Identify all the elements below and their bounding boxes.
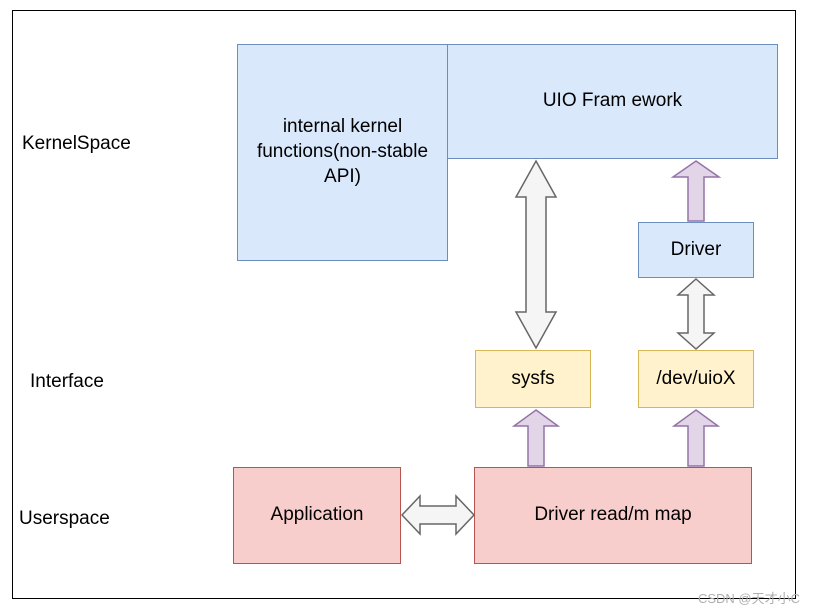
uio-framework-box: UIO Fram ework bbox=[447, 44, 778, 159]
application-box: Application bbox=[233, 467, 401, 564]
sysfs-box: sysfs bbox=[475, 350, 591, 408]
readmmap-to-devuiox-arrow bbox=[671, 409, 721, 467]
driver-text: Driver bbox=[670, 238, 722, 260]
uio-framework-text: UIO Fram ework bbox=[542, 90, 683, 112]
internal-kernel-functions-box: internal kernel functions(non-stable API… bbox=[237, 44, 448, 261]
app-readmmap-double-arrow bbox=[400, 494, 476, 536]
sysfs-kernel-double-arrow bbox=[514, 159, 558, 350]
devuiox-driver-double-arrow bbox=[676, 277, 716, 351]
layer-label-userspace: Userspace bbox=[19, 508, 110, 529]
internal-kernel-functions-text: internal kernel functions(non-stable API… bbox=[256, 116, 429, 187]
application-text: Application bbox=[270, 504, 364, 526]
layer-label-kernelspace: KernelSpace bbox=[22, 133, 131, 154]
watermark-text: CSDN @天才小C bbox=[697, 591, 800, 606]
sysfs-text: sysfs bbox=[511, 367, 555, 389]
diagram-frame bbox=[12, 10, 796, 599]
readmmap-to-sysfs-arrow bbox=[511, 409, 561, 467]
driver-read-mmap-text: Driver read/m map bbox=[534, 504, 692, 526]
dev-uiox-text: /dev/uioX bbox=[656, 367, 736, 389]
driver-box: Driver bbox=[638, 222, 754, 278]
dev-uiox-box: /dev/uioX bbox=[638, 350, 754, 408]
driver-to-uio-arrow bbox=[670, 160, 722, 222]
layer-label-interface: Interface bbox=[30, 371, 104, 392]
driver-read-mmap-box: Driver read/m map bbox=[474, 467, 752, 564]
